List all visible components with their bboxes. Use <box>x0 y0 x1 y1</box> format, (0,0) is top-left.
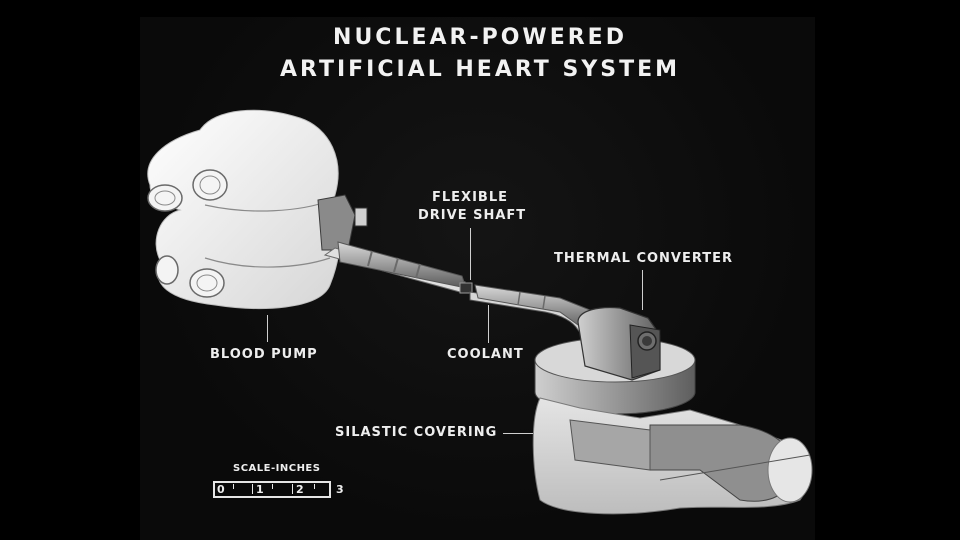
scale-title: SCALE-INCHES <box>233 463 321 474</box>
photo-frame <box>140 17 815 540</box>
label-coolant: COOLANT <box>447 347 524 362</box>
silastic-covering <box>532 397 813 515</box>
leader-thermal-converter <box>642 270 643 310</box>
scale-tick <box>272 484 273 489</box>
label-flexible: FLEXIBLE <box>432 190 508 205</box>
blood-pump <box>147 109 368 309</box>
scale-label-1: 1 <box>256 483 264 496</box>
label-silastic-covering: SILASTIC COVERING <box>335 425 498 440</box>
thermal-converter <box>534 306 696 415</box>
flexible-drive-shaft <box>323 241 473 294</box>
leader-silastic-covering <box>503 433 533 434</box>
label-thermal-converter: THERMAL CONVERTER <box>554 251 734 266</box>
title-line-1: NUCLEAR-POWERED <box>333 25 627 50</box>
title-line-2: ARTIFICIAL HEART SYSTEM <box>279 57 681 82</box>
scale-label-3: 3 <box>336 483 344 496</box>
leader-blood-pump <box>267 315 268 342</box>
scale-box <box>213 481 331 498</box>
scale-tick <box>292 484 293 494</box>
label-drive-shaft: DRIVE SHAFT <box>418 208 527 223</box>
label-blood-pump: BLOOD PUMP <box>210 347 318 362</box>
scale-tick <box>252 484 253 494</box>
leader-drive-shaft <box>470 228 471 280</box>
scale-label-2: 2 <box>296 483 304 496</box>
scale-tick <box>233 484 234 489</box>
scale-label-0: 0 <box>217 483 225 496</box>
leader-coolant <box>488 305 489 343</box>
scale-tick <box>314 484 315 489</box>
